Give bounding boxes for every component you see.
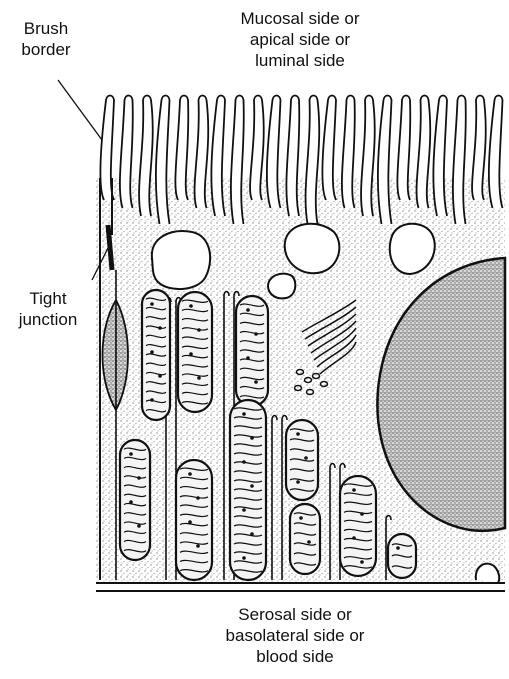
basolateral-side-label: Serosal side or basolateral side or bloo… (170, 604, 420, 667)
vacuole-2 (285, 224, 340, 274)
microvillus (120, 96, 133, 209)
microvillus (156, 96, 170, 225)
mitochondrion (120, 440, 150, 560)
basolateral-line-2: basolateral side or (170, 625, 420, 646)
brush-border-pointer (58, 80, 102, 140)
mitochondrion (286, 420, 318, 500)
mitochondrion (142, 290, 170, 420)
microvillus (378, 96, 392, 225)
microvillus (211, 96, 225, 217)
apical-line-2: apical side or (190, 29, 410, 50)
basement-membrane (96, 583, 505, 591)
microvillus (231, 96, 244, 225)
tight-junction-label: Tight junction (0, 288, 96, 330)
brush-border-line-2: border (8, 39, 84, 60)
microvillus (342, 96, 355, 209)
tight-junction-line-1: Tight (0, 288, 96, 309)
basolateral-line-1: Serosal side or (170, 604, 420, 625)
tight-junction-line-2: junction (0, 309, 96, 330)
basal-small-cell (476, 564, 499, 582)
mitochondrion (230, 400, 266, 580)
microvillus (489, 96, 503, 209)
mitochondrion (388, 534, 416, 578)
mitochondrion (340, 476, 376, 576)
mitochondrion (178, 292, 212, 412)
vacuole-1 (152, 231, 210, 289)
microvillus (322, 96, 336, 201)
mitochondrion (236, 296, 268, 406)
microvillus (175, 96, 188, 201)
apical-line-3: luminal side (190, 50, 410, 71)
apical-side-label: Mucosal side or apical side or luminal s… (190, 8, 410, 71)
vacuole-4 (268, 274, 295, 299)
microvillus (267, 96, 281, 209)
brush-border-label: Brush border (8, 18, 84, 60)
mitochondrion (176, 460, 212, 580)
microvillus (286, 96, 299, 217)
microvillus (453, 96, 466, 225)
microvillus (397, 96, 410, 201)
brush-border-line-1: Brush (8, 18, 84, 39)
microvillus (433, 96, 447, 217)
apical-line-1: Mucosal side or (190, 8, 410, 29)
mitochondrion (290, 504, 320, 574)
basolateral-line-3: blood side (170, 646, 420, 667)
